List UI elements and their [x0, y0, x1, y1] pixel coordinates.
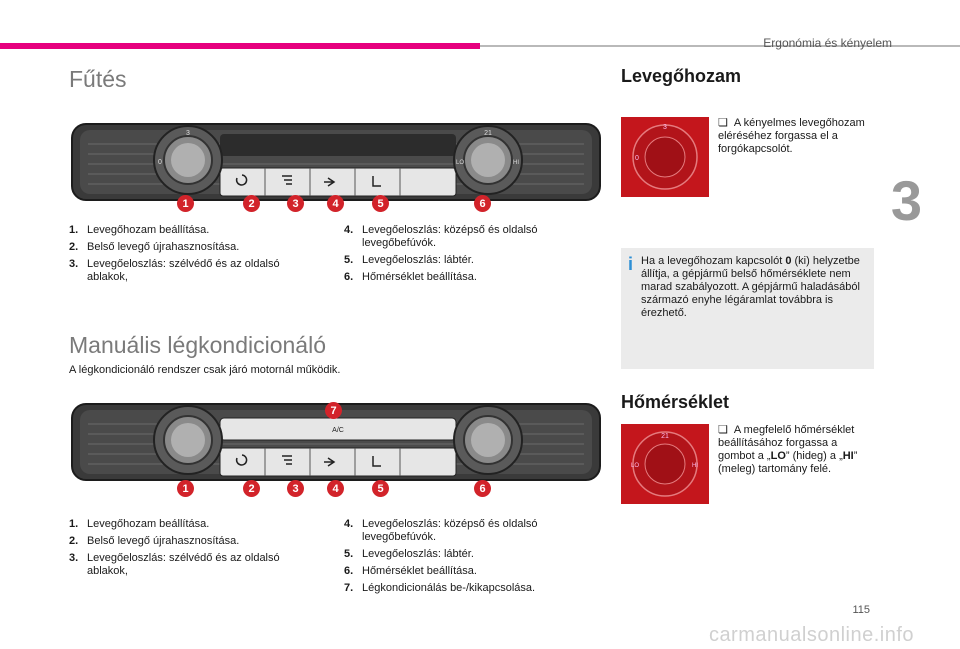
- ac-list-left: 1.Levegőhozam beállítása. 2.Belső levegő…: [69, 518, 319, 582]
- ac-callout-5: 5: [372, 480, 389, 497]
- svg-text:HI: HI: [692, 463, 698, 469]
- header-accent-bar: [0, 43, 480, 49]
- svg-text:0: 0: [635, 155, 639, 162]
- bullet-icon: ❏: [718, 424, 728, 436]
- ac-callout-3: 3: [287, 480, 304, 497]
- list-item: 4.Levegőeloszlás: középső és oldalsó lev…: [344, 518, 538, 543]
- heating-callout-1: 1: [177, 195, 194, 212]
- list-item: 6.Hőmérséklet beállítása.: [344, 271, 477, 283]
- recirculation-icon: [235, 454, 248, 466]
- svg-text:LO: LO: [631, 463, 639, 469]
- list-item: 5.Levegőeloszlás: lábtér.: [344, 548, 474, 560]
- heating-callout-4: 4: [327, 195, 344, 212]
- temperature-dial-image: 21 LO HI: [621, 424, 709, 504]
- page-number: 115: [852, 604, 870, 616]
- info-icon: i: [628, 254, 634, 274]
- list-item: 4.Levegőeloszlás: középső és oldalsó lev…: [344, 224, 538, 249]
- recirculation-icon: [235, 174, 248, 186]
- manual-ac-title: Manuális légkondicionáló: [69, 332, 326, 358]
- fan-dial-image: 3 0: [621, 117, 709, 197]
- section-header: Ergonómia és kényelem: [763, 36, 892, 50]
- chapter-number: 3: [890, 169, 922, 232]
- footwell-icon: [372, 456, 381, 467]
- ac-list-right: 4.Levegőeloszlás: középső és oldalsó lev…: [344, 518, 584, 599]
- footwell-icon: [372, 176, 381, 187]
- list-item: 3.Levegőeloszlás: szélvédő és az oldalsó…: [69, 258, 280, 283]
- list-item: 5.Levegőeloszlás: lábtér.: [344, 254, 474, 266]
- windscreen-icon: [282, 175, 292, 185]
- heating-callout-5: 5: [372, 195, 389, 212]
- ac-button-label: A/C: [332, 427, 344, 434]
- svg-text:3: 3: [663, 124, 667, 131]
- ac-callout-6: 6: [474, 480, 491, 497]
- ac-callout-2: 2: [243, 480, 260, 497]
- list-item: 1.Levegőhozam beállítása.: [69, 224, 210, 236]
- temperature-bullet: ❏A megfelelő hőmérséklet beállításához f…: [718, 424, 858, 475]
- airflow-info-text: Ha a levegőhozam kapcsolót 0 (ki) helyze…: [641, 255, 860, 319]
- fan-max-label: 3: [186, 130, 190, 137]
- list-item: 6.Hőmérséklet beállítása.: [344, 565, 477, 577]
- list-item: 7.Légkondicionálás be-/kikapcsolása.: [344, 582, 536, 594]
- vent-icon: [324, 177, 336, 187]
- heating-callout-2: 2: [243, 195, 260, 212]
- heating-list-left: 1.Levegőhozam beállítása. 2.Belső levegő…: [69, 224, 319, 288]
- airflow-bullet: ❏A kényelmes levegőhozam eléréséhez forg…: [718, 117, 865, 155]
- heating-callout-3: 3: [287, 195, 304, 212]
- list-item: 2.Belső levegő újrahasznosítása.: [69, 241, 240, 253]
- list-item: 3.Levegőeloszlás: szélvédő és az oldalsó…: [69, 552, 280, 577]
- airflow-info-box: [621, 248, 874, 369]
- watermark: carmanualsonline.info: [708, 624, 914, 646]
- list-item: 2.Belső levegő újrahasznosítása.: [69, 535, 240, 547]
- heating-list-right: 4.Levegőeloszlás: középső és oldalsó lev…: [344, 224, 584, 288]
- temp-lo-label: LO: [456, 160, 464, 166]
- svg-text:21: 21: [661, 433, 669, 440]
- ac-callout-1: 1: [177, 480, 194, 497]
- windscreen-icon: [282, 455, 292, 465]
- heating-control-panel: 3 0 21 LO HI: [71, 123, 601, 201]
- temp-hi-label: HI: [513, 160, 519, 166]
- ac-callout-7: 7: [325, 402, 342, 419]
- temp-mid-label: 21: [484, 130, 492, 137]
- ac-control-panel: A/C: [71, 403, 601, 481]
- header-rule: [480, 45, 960, 47]
- heating-title: Fűtés: [69, 66, 127, 92]
- bullet-icon: ❏: [718, 117, 728, 129]
- list-item: 1.Levegőhozam beállítása.: [69, 518, 210, 530]
- temperature-title: Hőmérséklet: [621, 392, 730, 412]
- fan-min-label: 0: [158, 159, 162, 166]
- manual-ac-intro: A légkondicionáló rendszer csak járó mot…: [69, 364, 341, 376]
- airflow-title: Levegőhozam: [621, 66, 742, 86]
- heating-callout-6: 6: [474, 195, 491, 212]
- ac-callout-4: 4: [327, 480, 344, 497]
- vent-icon: [324, 457, 336, 467]
